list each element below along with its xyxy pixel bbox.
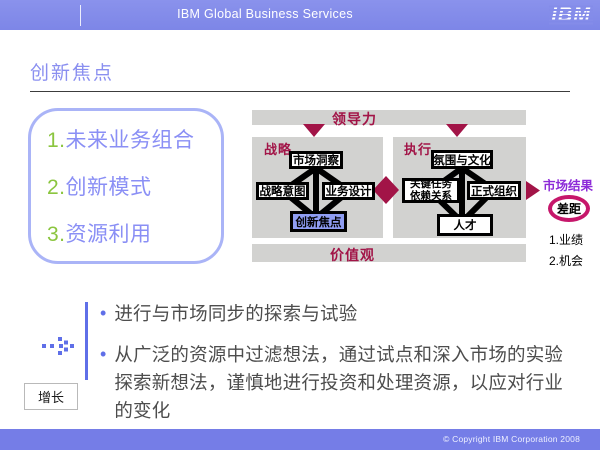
dotted-arrow-icon — [42, 337, 74, 355]
bullet-dot: • — [100, 344, 107, 364]
node-climate-culture: 氛围与文化 — [431, 150, 493, 169]
focus-list-box: 1.未来业务组合 2.创新模式 3.资源利用 — [28, 108, 224, 264]
focus-item-number: 1. — [47, 128, 66, 152]
footer-bar: © Copyright IBM Corporation 2008 — [0, 429, 600, 450]
bullet-dot: • — [100, 303, 107, 323]
header-bar: IBM Global Business Services IBM — [0, 0, 600, 30]
leadership-arrow-right — [446, 124, 468, 137]
node-talent: 人才 — [437, 214, 493, 236]
title-underline — [30, 91, 570, 92]
focus-item-2: 2.创新模式 — [47, 171, 221, 201]
key-tasks-line2: 依赖关系 — [410, 189, 452, 202]
focus-item-label: 创新模式 — [65, 175, 152, 199]
leadership-arrow-left — [303, 124, 325, 137]
focus-item-number: 2. — [47, 175, 66, 199]
gap-badge: 差距 — [548, 195, 590, 222]
execution-label: 执行 — [404, 142, 433, 157]
bullet-list: • 进行与市场同步的探索与试验 • 从广泛的资源中过滤想法，通过试点和深入市场的… — [100, 300, 578, 438]
values-bar — [252, 244, 526, 262]
header-divider — [80, 5, 81, 26]
leadership-label: 领导力 — [332, 111, 377, 127]
node-key-tasks: 关键任务 依赖关系 — [402, 178, 460, 203]
bullet-item: • 从广泛的资源中过滤想法，通过试点和深入市场的实验探索新想法，谨慎地进行投资和… — [100, 341, 578, 425]
accent-vertical-line — [85, 302, 88, 380]
leadership-bar — [252, 110, 526, 125]
page-title: 创新焦点 — [30, 63, 115, 84]
node-market-insight: 市场洞察 — [289, 151, 343, 169]
bullet-text: 从广泛的资源中过滤想法，通过试点和深入市场的实验探索新想法，谨慎地进行投资和处理… — [114, 344, 564, 421]
values-label: 价值观 — [330, 247, 375, 263]
focus-item-label: 未来业务组合 — [65, 128, 195, 152]
market-results-label: 市场结果 — [543, 179, 594, 193]
node-innovation-focus: 创新焦点 — [290, 211, 347, 232]
node-business-design: 业务设计 — [322, 182, 375, 200]
key-tasks-line1: 关键任务 — [410, 178, 452, 191]
gap-item-opportunity: 2.机会 — [549, 254, 584, 268]
strategy-label: 战略 — [264, 142, 293, 157]
focus-item-label: 资源利用 — [65, 223, 152, 247]
header-title: IBM Global Business Services — [177, 7, 353, 21]
focus-item-number: 3. — [47, 223, 66, 247]
focus-item-1: 1.未来业务组合 — [47, 124, 221, 154]
strategy-execution-diamond — [373, 176, 399, 204]
focus-item-3: 3.资源利用 — [47, 218, 221, 248]
growth-label-box: 增长 — [24, 383, 78, 410]
bullet-text: 进行与市场同步的探索与试验 — [114, 303, 358, 324]
node-strategic-intent: 战略意图 — [256, 182, 309, 200]
gap-item-performance: 1.业绩 — [549, 233, 584, 247]
ibm-logo: IBM — [549, 4, 593, 26]
bullet-item: • 进行与市场同步的探索与试验 — [100, 300, 578, 328]
copyright-text: © Copyright IBM Corporation 2008 — [443, 434, 580, 444]
market-results-arrow — [526, 181, 540, 200]
node-formal-org: 正式组织 — [467, 181, 521, 200]
